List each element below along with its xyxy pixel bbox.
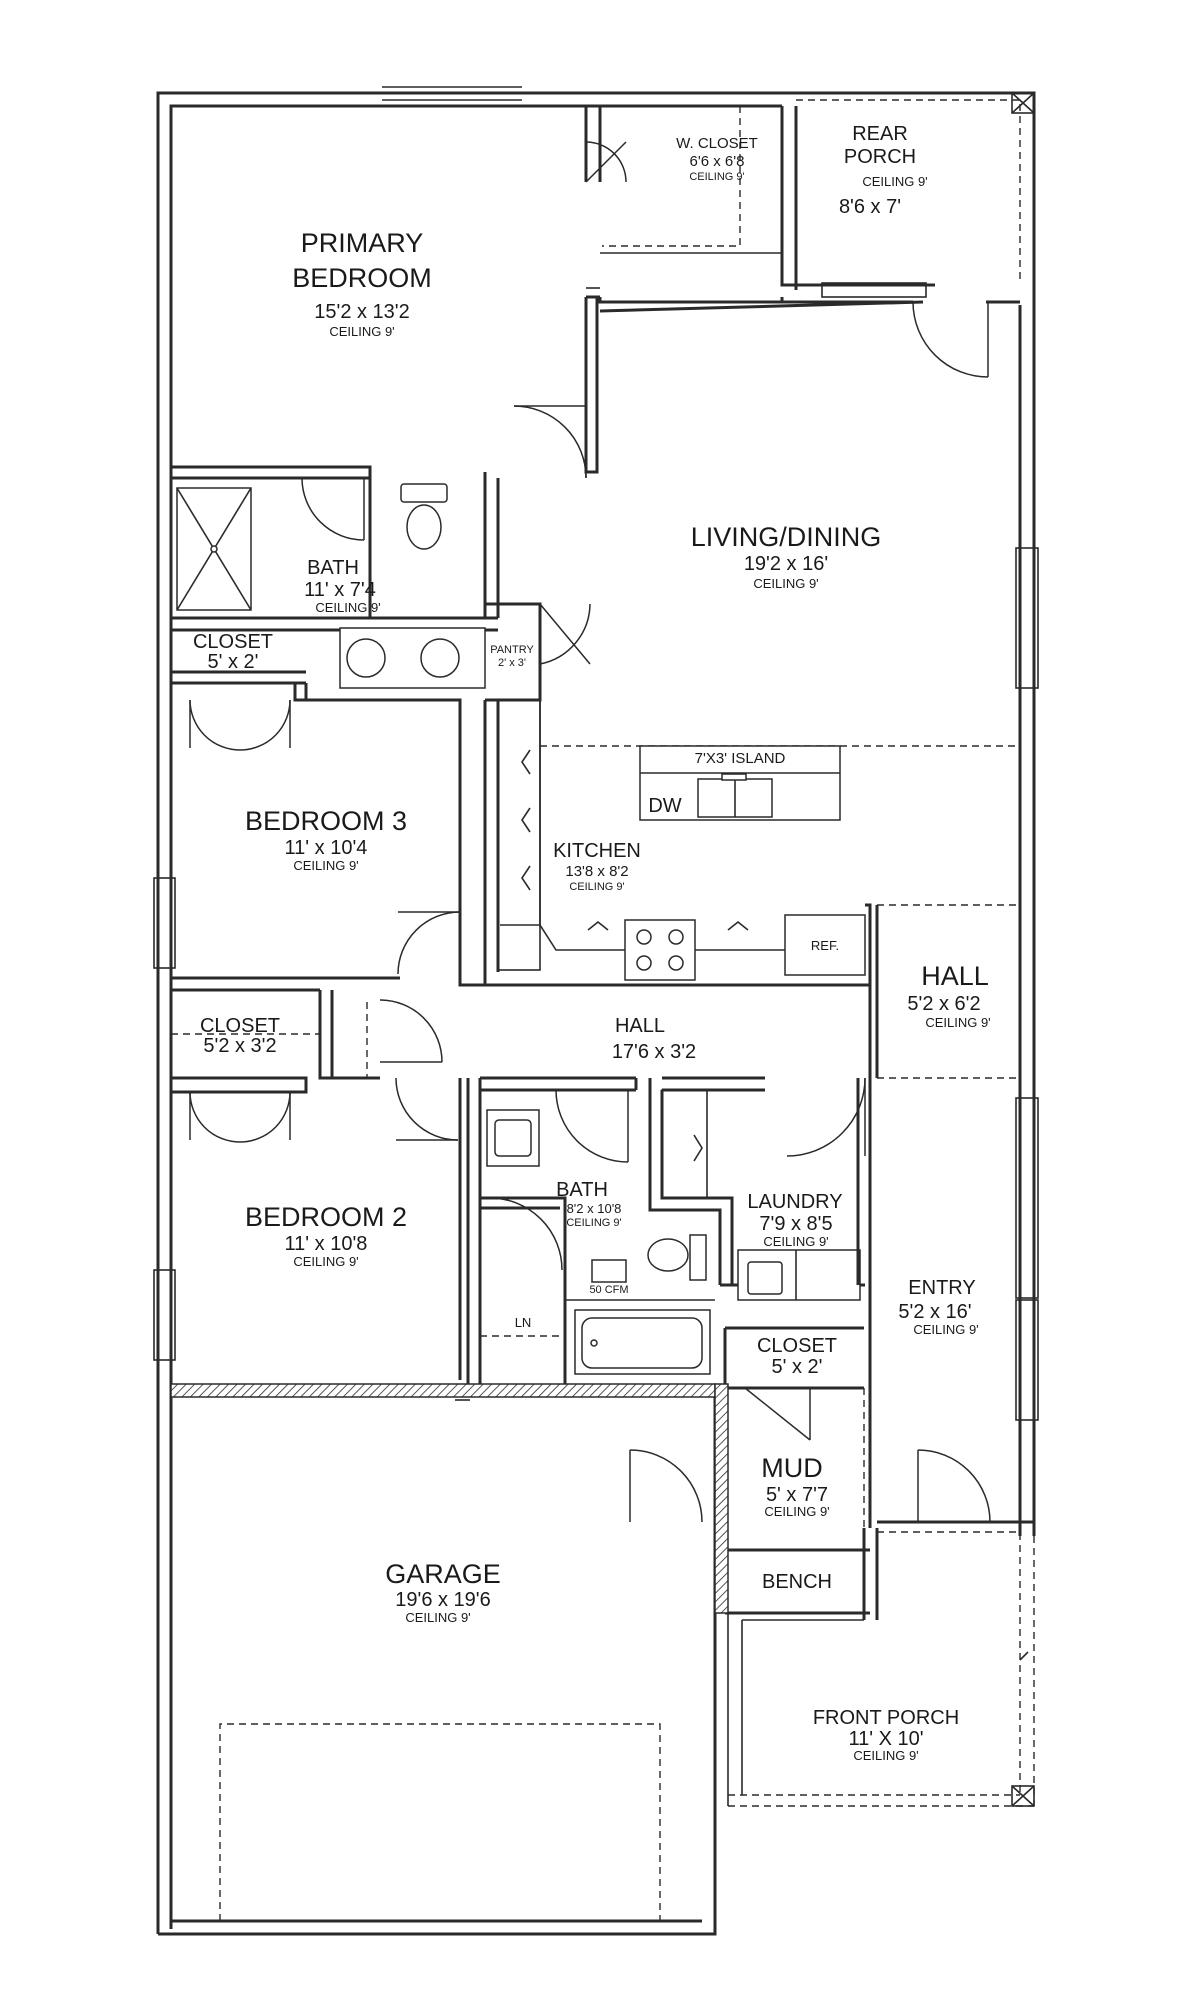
front-porch-dims: 11' X 10' xyxy=(848,1728,923,1750)
walk-in-closet-name: W. CLOSET xyxy=(676,135,758,152)
rear-porch-name-2: PORCH xyxy=(844,146,916,168)
front-porch-ceiling: CEILING 9' xyxy=(853,1748,918,1763)
kitchen-ceiling: CEILING 9' xyxy=(569,881,624,893)
hall-bath-name: BATH xyxy=(556,1179,608,1201)
walk-in-closet-dims: 6'6 x 6'8 xyxy=(690,153,745,170)
master-bath xyxy=(171,477,500,689)
bedroom-3-walls xyxy=(171,670,485,992)
living-dining-name: LIVING/DINING xyxy=(691,522,882,552)
walk-in-closet-ceiling: CEILING 9' xyxy=(689,171,744,183)
bedroom-2-ceiling: CEILING 9' xyxy=(293,1254,358,1269)
front-porch-outline xyxy=(727,1520,1035,1807)
hall-bath-dims: 8'2 x 10'8 xyxy=(567,1201,622,1216)
pantry-dims: 2' x 3' xyxy=(498,657,526,669)
master-bath-ceiling: CEILING 9' xyxy=(315,600,380,615)
primary-suite-walls xyxy=(171,106,1020,480)
rear-porch-outline xyxy=(796,92,1035,285)
bedroom-2-dims: 11' x 10'8 xyxy=(285,1233,368,1255)
garage-firewall xyxy=(170,1383,729,1614)
bench-label: BENCH xyxy=(762,1571,832,1593)
refrigerator-label: REF. xyxy=(811,938,839,953)
front-porch-name: FRONT PORCH xyxy=(813,1707,959,1729)
bedroom-3-ceiling: CEILING 9' xyxy=(293,858,358,873)
rear-porch-dims: 8'6 x 7' xyxy=(839,196,901,218)
bedroom-3-name: BEDROOM 3 xyxy=(245,806,407,836)
primary-bedroom-ceiling: CEILING 9' xyxy=(329,324,394,339)
kitchen-name: KITCHEN xyxy=(553,840,641,862)
master-bath-name: BATH xyxy=(307,557,359,579)
bedroom-2-name: BEDROOM 2 xyxy=(245,1202,407,1232)
windows xyxy=(153,547,1039,1421)
hall-east-ceiling: CEILING 9' xyxy=(925,1015,990,1030)
hall-bath-ceiling: CEILING 9' xyxy=(566,1217,621,1229)
closet-bed3-name: CLOSET xyxy=(193,631,273,653)
closet-bed2-dims: 5'2 x 3'2 xyxy=(203,1035,276,1057)
bedroom-3-dims: 11' x 10'4 xyxy=(285,837,368,859)
hall-east-dims: 5'2 x 6'2 xyxy=(907,993,980,1015)
kitchen-walls xyxy=(483,472,1020,987)
mud-dims: 5' x 7'7 xyxy=(766,1484,828,1506)
hall-east-name: HALL xyxy=(921,961,989,991)
room-labels: PRIMARY BEDROOM 15'2 x 13'2 CEILING 9' W… xyxy=(193,123,991,1763)
garage-name: GARAGE xyxy=(385,1559,501,1589)
hall-main-name: HALL xyxy=(615,1015,665,1037)
walk-in-closet-outline xyxy=(600,106,782,254)
laundry-ceiling: CEILING 9' xyxy=(763,1234,828,1249)
primary-bedroom-dims: 15'2 x 13'2 xyxy=(314,301,410,323)
entry-name: ENTRY xyxy=(908,1277,975,1299)
entry-dims: 5'2 x 16' xyxy=(898,1301,971,1323)
rear-porch-ceiling: CEILING 9' xyxy=(862,174,927,189)
fan-label: 50 CFM xyxy=(589,1284,628,1296)
pantry-name: PANTRY xyxy=(490,644,534,656)
mud-name: MUD xyxy=(761,1453,823,1483)
laundry-name: LAUNDRY xyxy=(747,1191,842,1213)
bedroom-2-walls xyxy=(171,990,462,1380)
island-label: 7'X3' ISLAND xyxy=(695,750,786,767)
primary-bedroom-name-1: PRIMARY xyxy=(301,228,424,258)
laundry-walls xyxy=(648,1076,866,1301)
hall-bath xyxy=(466,1076,715,1384)
entry-ceiling: CEILING 9' xyxy=(913,1322,978,1337)
mud-ceiling: CEILING 9' xyxy=(764,1504,829,1519)
living-dining-ceiling: CEILING 9' xyxy=(753,576,818,591)
closet-bed2-name: CLOSET xyxy=(200,1015,280,1037)
kitchen-dims: 13'8 x 8'2 xyxy=(565,863,628,880)
closet-mud-dims: 5' x 2' xyxy=(772,1356,823,1378)
entry-walls xyxy=(856,903,1020,1620)
dishwasher-label: DW xyxy=(648,795,681,817)
hall-main-dims: 17'6 x 3'2 xyxy=(612,1041,696,1063)
closet-bed3-dims: 5' x 2' xyxy=(208,651,259,673)
rear-porch-name-1: REAR xyxy=(852,123,908,145)
laundry-dims: 7'9 x 8'5 xyxy=(759,1213,832,1235)
garage-ceiling: CEILING 9' xyxy=(405,1610,470,1625)
master-bath-dims: 11' x 7'4 xyxy=(304,579,376,601)
living-dining-dims: 19'2 x 16' xyxy=(744,553,828,575)
primary-bedroom-name-2: BEDROOM xyxy=(292,263,432,293)
closet-mud-name: CLOSET xyxy=(757,1335,837,1357)
linen-label: LN xyxy=(515,1315,532,1330)
door-swings-primary xyxy=(513,141,989,479)
exterior-walls xyxy=(156,86,1036,1936)
garage-door-outline xyxy=(219,1723,661,1921)
garage-dims: 19'6 x 19'6 xyxy=(395,1589,491,1611)
